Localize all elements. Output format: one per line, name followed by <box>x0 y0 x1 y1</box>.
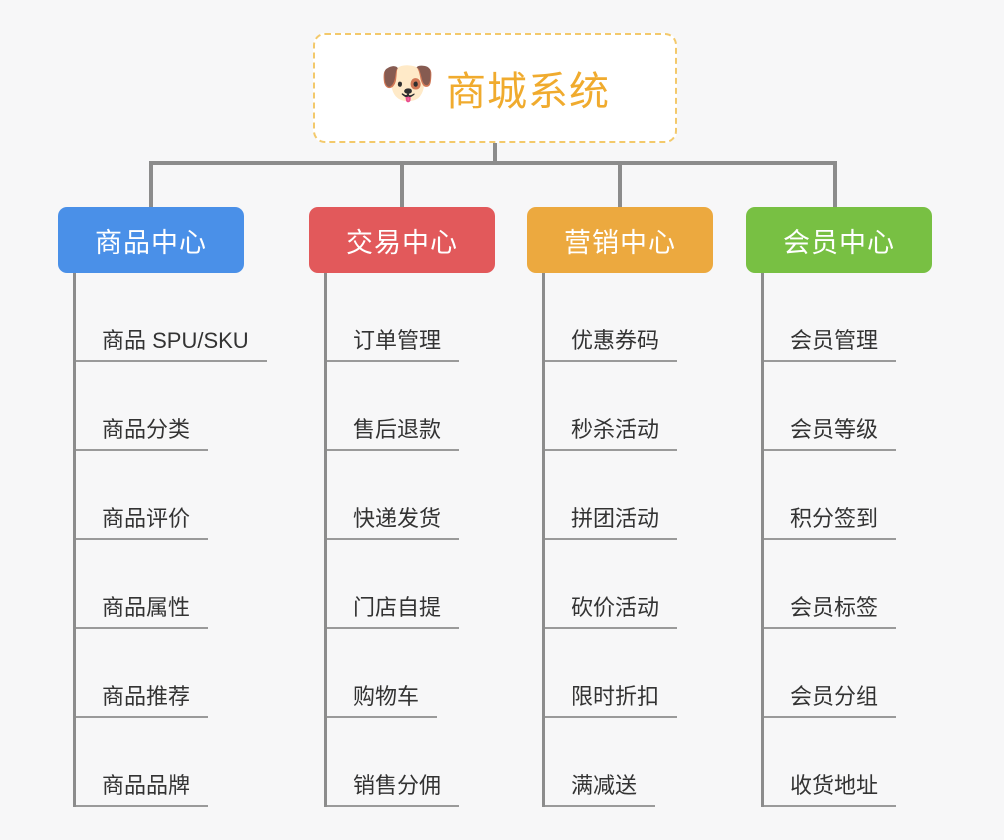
leaf-item-label: 订单管理 <box>327 328 460 362</box>
leaf-item[interactable]: 订单管理 <box>327 273 495 362</box>
leaf-item[interactable]: 商品品牌 <box>76 718 244 807</box>
leaf-item-label: 会员分组 <box>764 684 897 718</box>
leaf-item-label: 商品分类 <box>76 417 209 451</box>
leaf-item[interactable]: 销售分佣 <box>327 718 495 807</box>
connector-root-stem <box>493 143 497 163</box>
leaf-item-label: 售后退款 <box>327 417 460 451</box>
leaf-list-trade: 订单管理 售后退款 快递发货 门店自提 购物车 销售分佣 <box>324 273 495 807</box>
category-column-product: 商品中心 商品 SPU/SKU 商品分类 商品评价 商品属性 商品推荐 商品品牌 <box>58 207 267 807</box>
leaf-item[interactable]: 限时折扣 <box>545 629 713 718</box>
leaf-item-label: 满减送 <box>545 773 656 807</box>
leaf-item-label: 优惠券码 <box>545 328 678 362</box>
leaf-item-label: 收货地址 <box>764 773 897 807</box>
leaf-item-label: 积分签到 <box>764 506 897 540</box>
leaf-item-label: 会员管理 <box>764 328 897 362</box>
category-header-label: 交易中心 <box>346 227 458 258</box>
category-header-label: 会员中心 <box>783 227 895 258</box>
leaf-item[interactable]: 拼团活动 <box>545 451 713 540</box>
leaf-item[interactable]: 商品 SPU/SKU <box>76 273 267 362</box>
leaf-item[interactable]: 门店自提 <box>327 540 495 629</box>
leaf-item[interactable]: 收货地址 <box>764 718 932 807</box>
connector-drop-2 <box>400 161 404 209</box>
leaf-item[interactable]: 商品分类 <box>76 362 244 451</box>
category-header-member[interactable]: 会员中心 <box>746 207 932 273</box>
leaf-item-label: 会员等级 <box>764 417 897 451</box>
leaf-item-label: 商品评价 <box>76 506 209 540</box>
leaf-item[interactable]: 会员分组 <box>764 629 932 718</box>
connector-horizontal-bus <box>149 161 837 165</box>
dog-face-icon: 🐶 <box>380 59 435 108</box>
leaf-item[interactable]: 会员等级 <box>764 362 932 451</box>
leaf-item[interactable]: 商品属性 <box>76 540 244 629</box>
leaf-item-label: 商品品牌 <box>76 773 209 807</box>
root-node[interactable]: 🐶 商城系统 <box>313 33 677 143</box>
leaf-item[interactable]: 秒杀活动 <box>545 362 713 451</box>
leaf-item-label: 秒杀活动 <box>545 417 678 451</box>
category-header-marketing[interactable]: 营销中心 <box>527 207 713 273</box>
leaf-item[interactable]: 商品评价 <box>76 451 244 540</box>
root-title: 商城系统 <box>446 70 610 114</box>
leaf-item[interactable]: 商品推荐 <box>76 629 244 718</box>
leaf-item-label: 商品 SPU/SKU <box>76 328 267 362</box>
leaf-list-product: 商品 SPU/SKU 商品分类 商品评价 商品属性 商品推荐 商品品牌 <box>73 273 267 807</box>
category-header-label: 营销中心 <box>564 227 676 258</box>
leaf-item[interactable]: 优惠券码 <box>545 273 713 362</box>
category-column-member: 会员中心 会员管理 会员等级 积分签到 会员标签 会员分组 收货地址 <box>746 207 932 807</box>
leaf-item-label: 门店自提 <box>327 595 460 629</box>
leaf-item-label: 砍价活动 <box>545 595 678 629</box>
connector-drop-4 <box>833 161 837 209</box>
category-header-label: 商品中心 <box>95 227 207 258</box>
leaf-list-member: 会员管理 会员等级 积分签到 会员标签 会员分组 收货地址 <box>761 273 932 807</box>
leaf-item-label: 商品属性 <box>76 595 209 629</box>
leaf-list-marketing: 优惠券码 秒杀活动 拼团活动 砍价活动 限时折扣 满减送 <box>542 273 713 807</box>
connector-drop-3 <box>618 161 622 209</box>
leaf-item[interactable]: 积分签到 <box>764 451 932 540</box>
category-header-trade[interactable]: 交易中心 <box>309 207 495 273</box>
category-column-marketing: 营销中心 优惠券码 秒杀活动 拼团活动 砍价活动 限时折扣 满减送 <box>527 207 713 807</box>
leaf-item-label: 销售分佣 <box>327 773 460 807</box>
leaf-item[interactable]: 满减送 <box>545 718 713 807</box>
connector-drop-1 <box>149 161 153 209</box>
leaf-item-label: 商品推荐 <box>76 684 209 718</box>
leaf-item-label: 拼团活动 <box>545 506 678 540</box>
leaf-item[interactable]: 砍价活动 <box>545 540 713 629</box>
leaf-item-label: 快递发货 <box>327 506 460 540</box>
leaf-item-label: 购物车 <box>327 684 438 718</box>
category-column-trade: 交易中心 订单管理 售后退款 快递发货 门店自提 购物车 销售分佣 <box>309 207 495 807</box>
leaf-item[interactable]: 售后退款 <box>327 362 495 451</box>
leaf-item[interactable]: 会员标签 <box>764 540 932 629</box>
leaf-item-label: 会员标签 <box>764 595 897 629</box>
leaf-item-label: 限时折扣 <box>545 684 678 718</box>
leaf-item[interactable]: 快递发货 <box>327 451 495 540</box>
leaf-item[interactable]: 购物车 <box>327 629 495 718</box>
leaf-item[interactable]: 会员管理 <box>764 273 932 362</box>
category-header-product[interactable]: 商品中心 <box>58 207 244 273</box>
